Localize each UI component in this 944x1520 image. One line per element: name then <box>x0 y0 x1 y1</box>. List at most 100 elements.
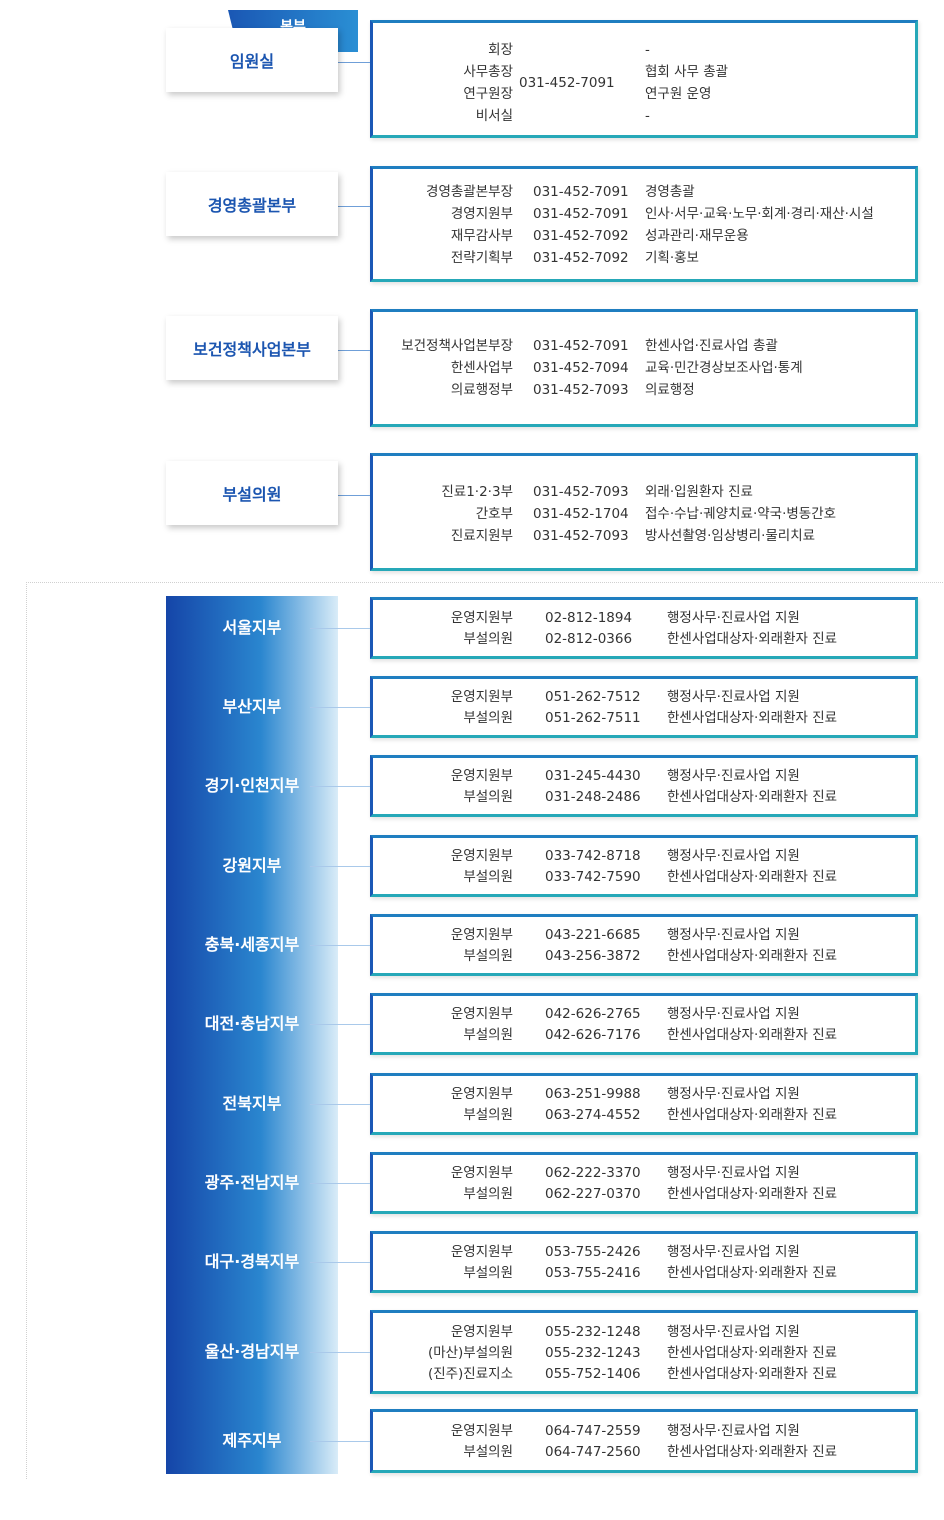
dept-name: 운영지원부 <box>450 1006 513 1022</box>
duty-description: 행정사무·진료사업 지원 <box>667 1323 800 1340</box>
dept-name: 경영지원부 <box>450 206 513 222</box>
duty-description: 의료행정 <box>645 382 695 398</box>
dept-name: 부설의원 <box>463 631 513 647</box>
duty-description: 한센사업대상자·외래환자 진료 <box>667 1265 838 1281</box>
duty-description: 한센사업·진료사업 총괄 <box>645 338 778 354</box>
dept-name: 전략기획부 <box>450 250 513 266</box>
hq-row: 간호부 031-452-1704 접수·수납·궤양치료·약국·병동간호 <box>373 503 915 525</box>
connector-line <box>310 945 370 946</box>
dept-name: 진료1·2·3부 <box>441 484 513 500</box>
branch-label: 부산지부 <box>222 697 282 716</box>
duty-description: 한센사업대상자·외래환자 진료 <box>667 869 838 885</box>
duty-description: 행정사무·진료사업 지원 <box>667 610 800 626</box>
duty-description: 접수·수납·궤양치료·약국·병동간호 <box>645 506 837 522</box>
duty-description: 인사·서무·교육·노무·회계·경리·재산·시설 <box>645 206 874 222</box>
phone-number: 031-245-4430 <box>545 768 641 784</box>
dept-name: 운영지원부 <box>450 1423 513 1439</box>
dept-name: 부설의원 <box>463 1186 513 1202</box>
duty-description: 한센사업대상자·외래환자 진료 <box>667 1444 838 1460</box>
dept-name: 비서실 <box>475 108 513 124</box>
dept-name: 의료행정부 <box>450 382 513 398</box>
connector-line <box>310 786 370 787</box>
phone-number: 043-256-3872 <box>545 948 641 964</box>
branch-label: 강원지부 <box>222 856 282 875</box>
duty-description: 방사선촬영·임상병리·물리치료 <box>645 528 816 544</box>
branch-label: 울산·경남지부 <box>204 1342 300 1361</box>
duty-description: 행정사무·진료사업 지원 <box>667 848 800 864</box>
branch-row: 운영지원부 064-747-2559 행정사무·진료사업 지원 <box>373 1420 915 1442</box>
phone-number: 031-452-7091 <box>519 75 615 91</box>
phone-number: 031-452-7093 <box>533 528 629 544</box>
duty-description: 성과관리·재무운용 <box>645 228 749 244</box>
dept-name: 연구원장 <box>463 86 513 102</box>
phone-number: 053-755-2416 <box>545 1265 641 1281</box>
duty-description: - <box>645 108 650 124</box>
duty-description: 행정사무·진료사업 지원 <box>667 1244 800 1260</box>
dept-name: 부설의원 <box>463 1444 513 1460</box>
duty-description: 행정사무·진료사업 지원 <box>667 927 800 943</box>
hq-unit-label: 임원실 <box>166 28 338 92</box>
duty-description: 행정사무·진료사업 지원 <box>667 1006 800 1022</box>
phone-number: 031-452-1704 <box>533 506 629 522</box>
dept-name: 부설의원 <box>463 710 513 726</box>
duty-description: 행정사무·진료사업 지원 <box>667 1423 800 1439</box>
phone-number: 053-755-2426 <box>545 1244 641 1260</box>
duty-description: 기획·홍보 <box>645 250 699 266</box>
phone-number: 031-452-7092 <box>533 250 629 266</box>
duty-description: 경영총괄 <box>645 184 695 200</box>
duty-description: 한센사업대상자·외래환자 진료 <box>667 789 838 805</box>
branch-label: 경기·인천지부 <box>204 776 300 795</box>
phone-number: 062-222-3370 <box>545 1165 641 1181</box>
hq-row: 전략기획부 031-452-7092 기획·홍보 <box>373 247 915 269</box>
phone-number: 043-221-6685 <box>545 927 641 943</box>
phone-number: 063-251-9988 <box>545 1086 641 1102</box>
dept-name: 경영총괄본부장 <box>426 184 513 200</box>
dept-name: 운영지원부 <box>450 768 513 784</box>
phone-number: 042-626-2765 <box>545 1006 641 1022</box>
phone-number: 031-452-7093 <box>533 382 629 398</box>
dept-name: 운영지원부 <box>450 1165 513 1181</box>
phone-number: 055-232-1248 <box>545 1323 641 1340</box>
hq-row: 회장- <box>373 39 915 61</box>
connector-line <box>338 350 370 351</box>
hq-unit-label: 보건정책사업본부 <box>166 316 338 380</box>
connector-line <box>338 62 370 63</box>
duty-description: 행정사무·진료사업 지원 <box>667 1165 800 1181</box>
duty-description: 행정사무·진료사업 지원 <box>667 1086 800 1102</box>
dept-name: 부설의원 <box>463 1265 513 1281</box>
connector-line <box>310 1024 370 1025</box>
dept-name: 간호부 <box>475 506 513 522</box>
phone-number: 031-452-7091 <box>533 338 629 354</box>
branch-label: 대전·충남지부 <box>204 1014 300 1033</box>
duty-description: 한센사업대상자·외래환자 진료 <box>667 1344 838 1361</box>
duty-description: 한센사업대상자·외래환자 진료 <box>667 1186 838 1202</box>
duty-description: 행정사무·진료사업 지원 <box>667 768 800 784</box>
connector-line <box>310 1183 370 1184</box>
dept-name: 한센사업부 <box>450 360 513 376</box>
connector-line <box>310 1352 370 1353</box>
connector-line <box>310 866 370 867</box>
connector-line <box>310 1104 370 1105</box>
phone-number: 064-747-2560 <box>545 1444 641 1460</box>
dept-name: 운영지원부 <box>450 1244 513 1260</box>
phone-number: 064-747-2559 <box>545 1423 641 1439</box>
hq-row: 의료행정부 031-452-7093 의료행정 <box>373 379 915 401</box>
